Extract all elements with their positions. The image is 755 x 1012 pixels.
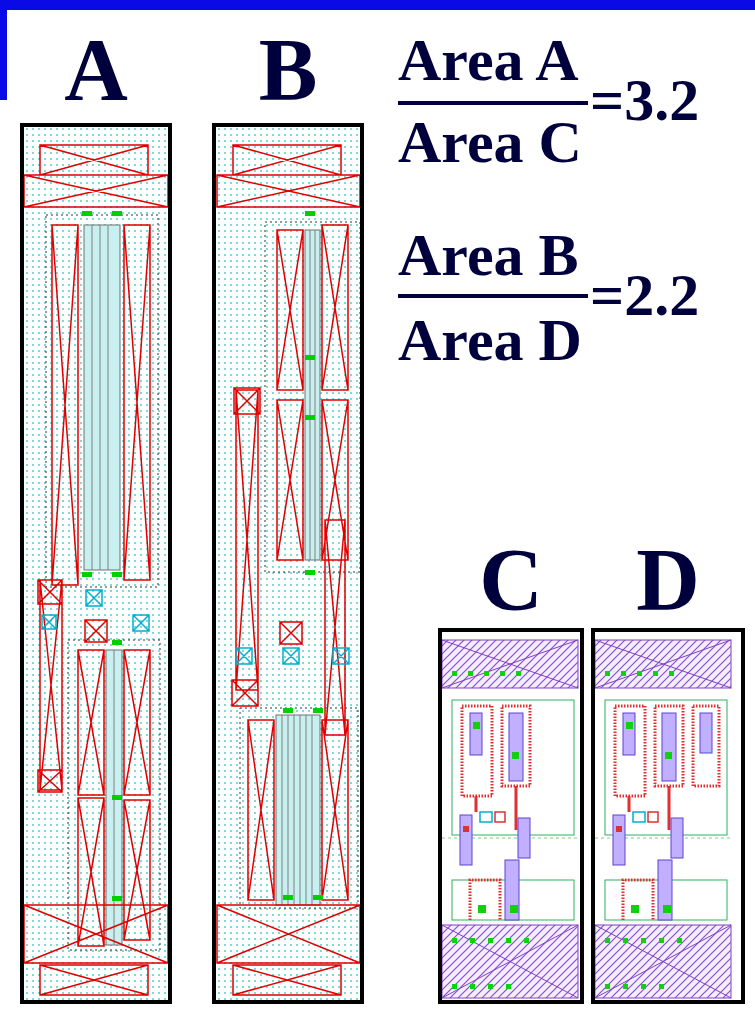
fraction-bar: [398, 101, 588, 105]
cell-label: D: [595, 536, 741, 624]
cell-c-layout: [442, 640, 578, 998]
cell-d-extra: [693, 706, 719, 786]
frame-band: [0, 0, 755, 10]
cell-label: C: [442, 536, 580, 624]
area-ratio-text: Area A: [398, 30, 579, 90]
fraction-bar: [398, 294, 588, 298]
layout-cell: B: [212, 123, 364, 1004]
cell-label: A: [24, 26, 168, 114]
cell-d-layout: [595, 640, 731, 998]
cell-b-layout: [216, 127, 360, 1000]
area-ratio-text: Area D: [398, 310, 582, 370]
area-ratio-text: =2.2: [590, 265, 699, 325]
frame-band: [0, 0, 7, 100]
area-ratio-text: Area B: [398, 225, 579, 285]
layout-cell: C: [438, 628, 584, 1004]
area-ratio-text: =3.2: [590, 70, 699, 130]
layout-cell: D: [591, 628, 745, 1004]
cell-a-layout: [24, 127, 168, 1000]
layout-cell: A: [20, 123, 172, 1004]
cell-label: B: [216, 26, 360, 114]
area-ratio-text: Area C: [398, 112, 582, 172]
